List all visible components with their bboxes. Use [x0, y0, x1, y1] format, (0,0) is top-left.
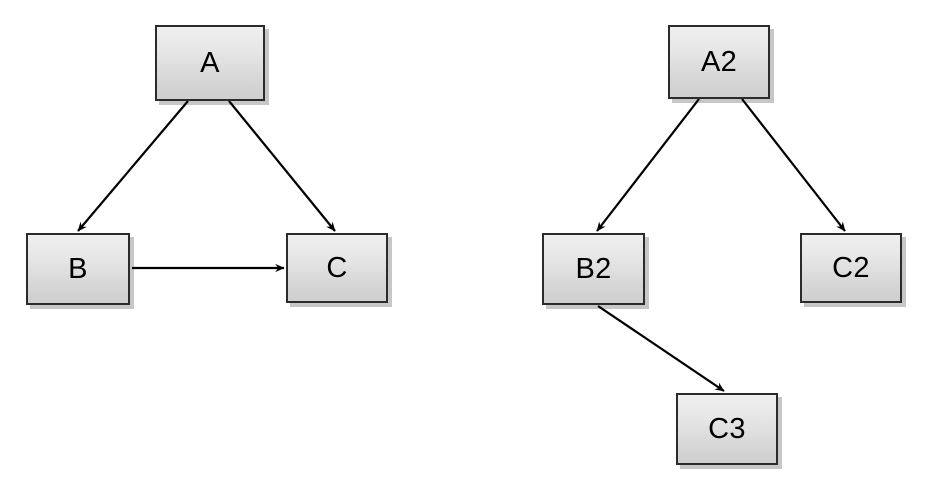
node-label: A [200, 46, 220, 79]
edge-a2-to-b2 [596, 98, 700, 232]
node-b[interactable]: B [26, 233, 130, 305]
node-label: C2 [832, 251, 870, 284]
node-b2[interactable]: B2 [542, 233, 645, 305]
node-label: A2 [700, 45, 738, 78]
node-label: C [326, 251, 348, 284]
node-c[interactable]: C [286, 233, 388, 303]
node-a[interactable]: A [155, 25, 265, 101]
edge-a-to-c [228, 100, 336, 232]
node-c2[interactable]: C2 [800, 233, 902, 303]
edge-a-to-b [77, 100, 189, 232]
edge-b2-to-c3 [597, 305, 725, 392]
node-c3[interactable]: C3 [676, 393, 778, 465]
node-label: B2 [575, 252, 612, 285]
node-a2[interactable]: A2 [668, 25, 770, 99]
node-label: B [68, 252, 88, 285]
edge-a2-to-c2 [741, 98, 846, 232]
node-label: C3 [708, 412, 746, 445]
